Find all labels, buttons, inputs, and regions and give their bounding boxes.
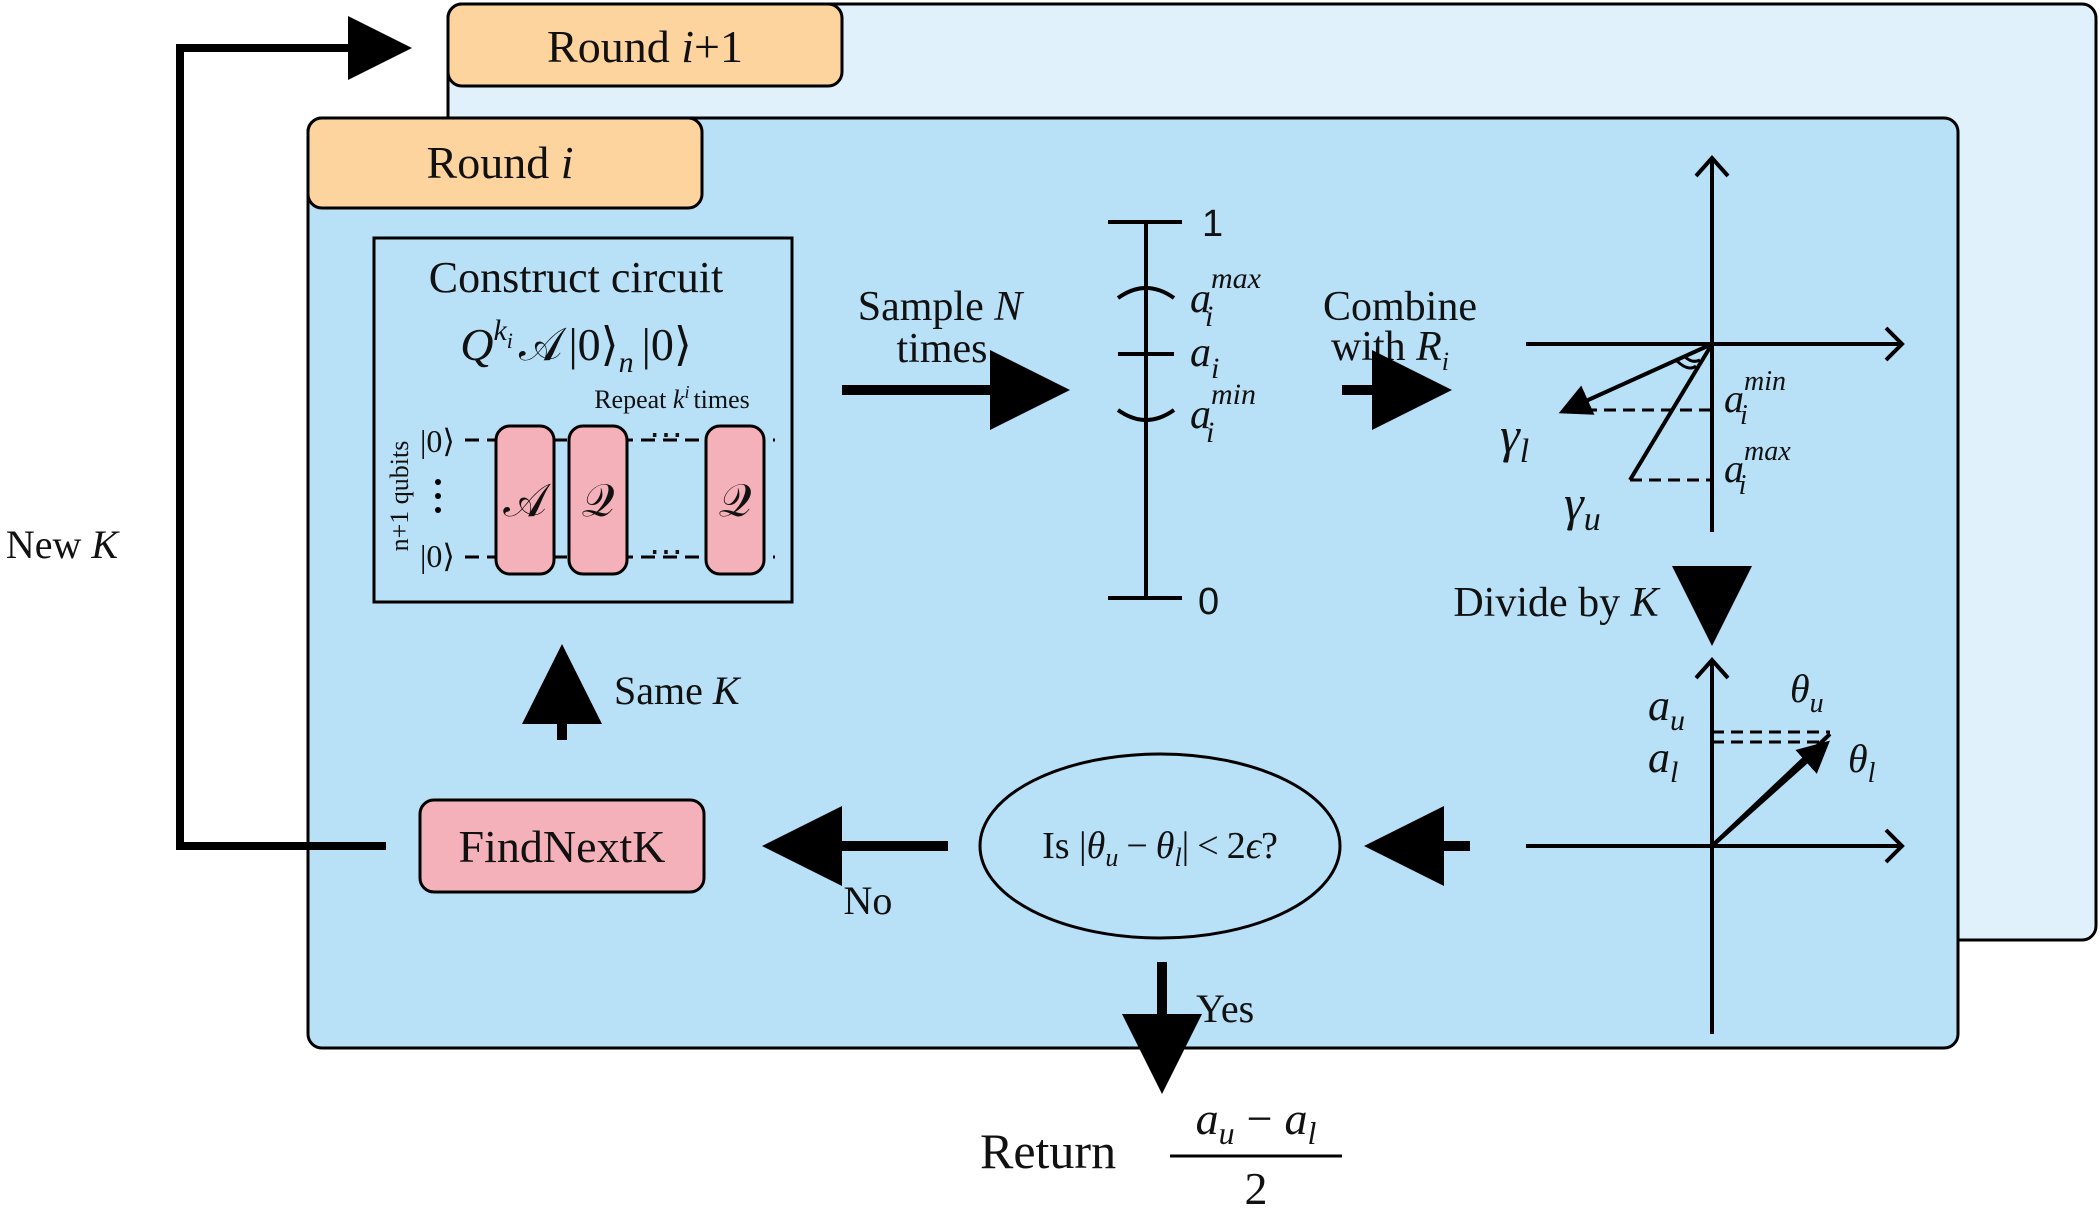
sample-line1: Sample N bbox=[858, 284, 1024, 330]
scale-ai-label: ai bbox=[1190, 330, 1219, 385]
no-label: No bbox=[844, 878, 893, 923]
theta-l-vector bbox=[1710, 740, 1830, 848]
angle-arc-inner bbox=[1682, 354, 1701, 363]
findnextk-label: FindNextK bbox=[459, 821, 666, 872]
gate-q2 bbox=[704, 424, 766, 576]
return-word: Return bbox=[980, 1123, 1116, 1179]
dot bbox=[435, 479, 441, 485]
construct-circuit-box bbox=[372, 236, 794, 604]
qubits-label: n+1 qubits bbox=[385, 441, 414, 552]
gate-q2-label: 𝒬 bbox=[718, 475, 751, 526]
scale-bracket-max bbox=[1116, 286, 1176, 300]
gamma-l-vector bbox=[1558, 342, 1713, 415]
plot-top-yaxis-head bbox=[1694, 154, 1730, 178]
new-k-loop bbox=[176, 44, 388, 850]
wire-ellipsis-bottom: ⋯ bbox=[649, 534, 683, 571]
gamma-u-label: γu bbox=[1564, 475, 1601, 538]
gate-a bbox=[494, 424, 556, 576]
plot-bottom-xaxis-head bbox=[1884, 828, 1905, 864]
theta-l-label: θl bbox=[1848, 736, 1876, 789]
same-k-label: Same K bbox=[614, 668, 742, 713]
au-label: au bbox=[1648, 681, 1685, 737]
scale-bracket-min bbox=[1116, 408, 1176, 422]
gamma-u-vector bbox=[1628, 342, 1714, 482]
yes-label: Yes bbox=[1196, 986, 1254, 1031]
gate-a-label: 𝒜 bbox=[503, 475, 551, 526]
combine-line2: with Ri bbox=[1331, 324, 1449, 376]
al-label: al bbox=[1648, 733, 1678, 789]
tab-round-next bbox=[446, 2, 844, 88]
tab-round-current bbox=[306, 116, 704, 210]
wire-ellipsis-top: ⋯ bbox=[649, 417, 683, 454]
angle-arc bbox=[1674, 358, 1697, 370]
findnextk-box bbox=[418, 798, 706, 894]
dot bbox=[435, 493, 441, 499]
dot bbox=[435, 507, 441, 513]
gate-q1-label: 𝒬 bbox=[581, 475, 614, 526]
tab-round-current-label: Round i bbox=[427, 137, 574, 188]
theta-u-label: θu bbox=[1790, 666, 1824, 719]
ket-bottom: |0⟩ bbox=[420, 538, 455, 574]
return-denominator: 2 bbox=[1245, 1163, 1268, 1209]
combine-line1: Combine bbox=[1323, 284, 1477, 330]
sample-line2: times bbox=[897, 326, 988, 372]
scale-top-label: 1 bbox=[1202, 203, 1223, 245]
gate-q1 bbox=[567, 424, 629, 576]
construct-title: Construct circuit bbox=[429, 253, 724, 302]
decision-ellipse bbox=[978, 752, 1342, 940]
gamma-l-label: γl bbox=[1500, 407, 1529, 470]
return-numerator: au−al bbox=[1196, 1093, 1317, 1151]
new-k-label: New K bbox=[6, 522, 121, 567]
divide-label: Divide by K bbox=[1453, 580, 1660, 626]
plot-bottom-yaxis-head bbox=[1694, 656, 1730, 680]
decision-text: Is |θu−θl|<2ϵ? bbox=[1042, 825, 1278, 872]
scale-bottom-label: 0 bbox=[1198, 581, 1219, 623]
tab-round-next-label: Round i+1 bbox=[547, 21, 743, 72]
ket-top: |0⟩ bbox=[420, 423, 455, 459]
plot-top-xaxis-head bbox=[1884, 326, 1905, 362]
